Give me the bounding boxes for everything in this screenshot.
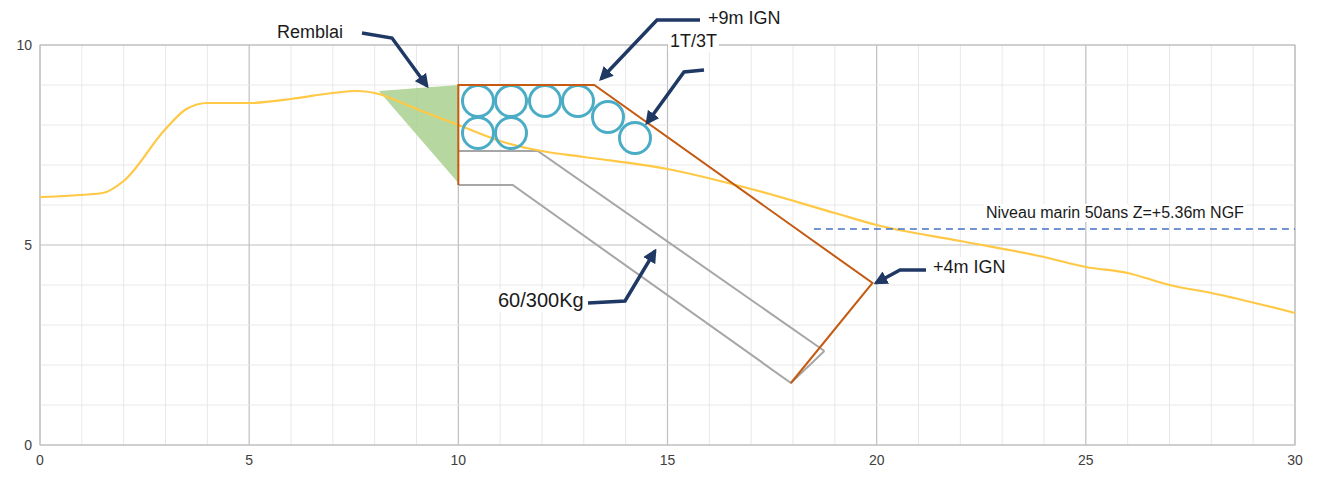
armour-block: [463, 86, 494, 117]
ground-profile: [40, 91, 1295, 313]
axis-tick-label: 5: [245, 452, 253, 468]
plot-frame: [40, 45, 1295, 445]
armour-block: [620, 123, 651, 154]
armour-block: [593, 102, 624, 133]
filter-layer-line: [458, 151, 824, 351]
fill-wedge: [379, 85, 458, 183]
armour-block: [496, 118, 527, 149]
callout-label: 1T/3T: [668, 31, 719, 52]
grid-line: [40, 85, 1295, 86]
axis-tick-label: 0: [24, 437, 32, 453]
grid-line: [40, 325, 1295, 326]
callout-label: 60/300Kg: [496, 289, 586, 312]
grid-line: [40, 125, 1295, 126]
axis-tick-label: 0: [36, 452, 44, 468]
leader-arrow: [588, 251, 655, 303]
armour-block: [563, 86, 594, 117]
sea-level-line: [814, 228, 1295, 230]
callout-label: +4m IGN: [931, 257, 1008, 278]
axis-tick-label: 30: [1287, 452, 1303, 468]
callout-label: +9m IGN: [706, 8, 783, 29]
grid-line: [40, 285, 1295, 286]
axis-tick-label: 15: [660, 452, 676, 468]
axis-tick-label: 10: [16, 37, 32, 53]
grid-line: [40, 365, 1295, 366]
armour-block: [530, 86, 561, 117]
grid: [40, 45, 1295, 445]
grid-line: [40, 244, 1295, 245]
grid-line: [40, 405, 1295, 406]
axis-tick-label: 10: [451, 452, 467, 468]
armour-block: [463, 118, 494, 149]
leader-arrow: [362, 33, 427, 86]
armour-block: [496, 86, 527, 117]
leader-arrow: [647, 70, 704, 123]
grid-line: [40, 165, 1295, 166]
callout-label: Niveau marin 50ans Z=+5.36m NGF: [984, 204, 1246, 222]
axis-tick-label: 20: [869, 452, 885, 468]
filter-layer-line: [458, 185, 824, 383]
axis-tick-label: 5: [24, 237, 32, 253]
callout-label: Remblai: [275, 22, 345, 43]
leader-arrow: [876, 270, 926, 283]
structure-outline: [458, 85, 872, 383]
axis-tick-label: 25: [1078, 452, 1094, 468]
